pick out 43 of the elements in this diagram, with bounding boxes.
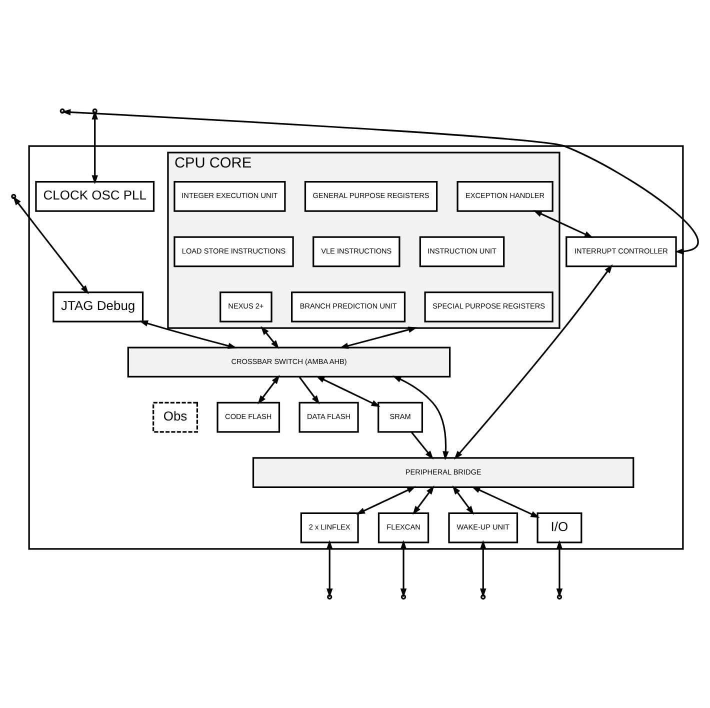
arrow	[452, 486, 474, 515]
arrow	[412, 486, 434, 515]
node-box: Obs	[152, 402, 198, 433]
arrow	[356, 486, 416, 515]
arrow	[392, 376, 449, 460]
arrow	[339, 326, 418, 349]
node-box: GENERAL PURPOSE REGISTERS	[304, 180, 438, 212]
arrow	[480, 540, 486, 598]
node-box: FLEXCAN	[378, 512, 430, 544]
arrow	[298, 376, 320, 404]
node-box: CLOCK OSC PLL	[35, 180, 155, 212]
node-box: INSTRUCTION UNIT	[419, 236, 505, 268]
arrow	[258, 375, 280, 404]
arrow	[400, 540, 407, 598]
node-box: SRAM	[378, 402, 424, 433]
node-box: PERIPHERAL BRIDGE	[252, 457, 634, 488]
arrow	[12, 196, 89, 294]
node-box: LOAD STORE INSTRUCTIONS	[174, 236, 294, 268]
arrow	[139, 320, 237, 349]
node-box: I/O	[536, 512, 582, 544]
arrow	[316, 376, 380, 407]
node-box: SPECIAL PURPOSE REGISTERS	[424, 291, 554, 322]
arrow	[556, 540, 563, 598]
arrow	[326, 540, 333, 598]
node-box: CODE FLASH	[216, 402, 280, 433]
node-box: INTERRUPT CONTROLLER	[566, 236, 677, 268]
arrow	[260, 326, 280, 350]
arrow	[471, 486, 540, 518]
node-box: JTAG Debug	[52, 291, 144, 322]
node-box: CROSSBAR SWITCH (AMBA AHB)	[127, 346, 451, 378]
arrow	[410, 432, 434, 460]
node-box: EXCEPTION HANDLER	[456, 180, 554, 212]
node-box: NEXUS 2+	[220, 291, 272, 322]
node-box: DATA FLASH	[298, 402, 359, 433]
node-box: WAKE-UP UNIT	[448, 512, 518, 544]
node-box: BRANCH PREDICTION UNIT	[291, 291, 406, 322]
arrow	[454, 264, 613, 460]
node-box: INTEGER EXECUTION UNIT	[174, 180, 286, 212]
arrow	[92, 110, 98, 184]
node-box: 2 x LINFLEX	[300, 512, 359, 544]
arrow	[62, 109, 698, 255]
arrow	[533, 210, 594, 238]
node-box: VLE INSTRUCTIONS	[312, 236, 400, 268]
